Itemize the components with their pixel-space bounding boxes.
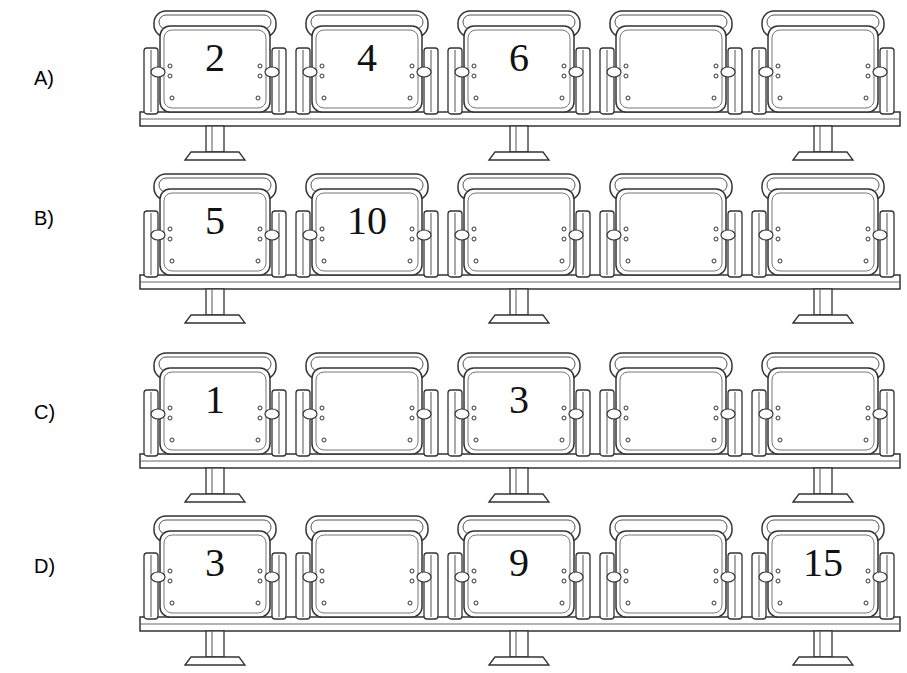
row-label: B)	[34, 208, 54, 228]
seat-number: 15	[803, 543, 843, 583]
seat-number-box: 4	[312, 26, 422, 112]
seat-number-box: 5	[160, 189, 270, 275]
seat-number-box: 15	[768, 531, 878, 617]
seat-number-box: 6	[464, 26, 574, 112]
seat-number: 10	[347, 201, 387, 241]
seat-row	[140, 174, 900, 323]
seat-row	[140, 353, 900, 502]
seat-number-box: 3	[160, 531, 270, 617]
row-label: D)	[34, 556, 55, 576]
seat-row	[140, 11, 900, 160]
seat-number-box: 3	[464, 368, 574, 454]
seat-number: 6	[509, 38, 529, 78]
seat-number-box: 1	[160, 368, 270, 454]
seat-row	[140, 516, 900, 665]
seat-number: 4	[357, 38, 377, 78]
seat-number: 9	[509, 543, 529, 583]
seat-number: 1	[205, 380, 225, 420]
seat-number: 2	[205, 38, 225, 78]
seat-number-box: 9	[464, 531, 574, 617]
seat-number-box: 2	[160, 26, 270, 112]
row-label: C)	[34, 402, 55, 422]
seat-number: 3	[509, 380, 529, 420]
seat-number: 5	[205, 201, 225, 241]
row-label: A)	[34, 68, 54, 88]
seat-number: 3	[205, 543, 225, 583]
seat-number-box: 10	[312, 189, 422, 275]
